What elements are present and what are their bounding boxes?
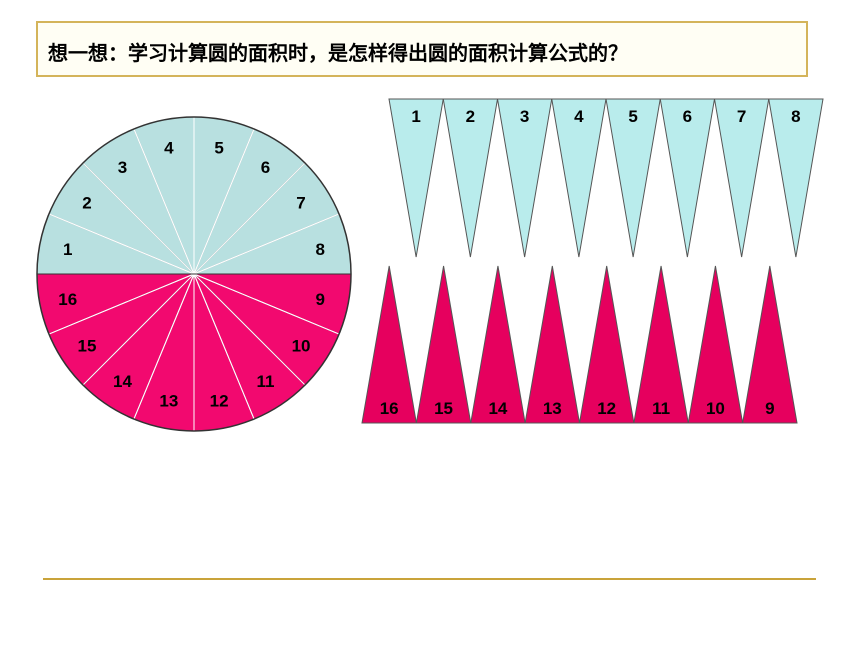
sector-divider: [133, 273, 195, 420]
bottom-triangle-label: 14: [488, 399, 507, 418]
sector-divider: [193, 213, 340, 275]
top-triangle: [388, 98, 444, 258]
bottom-triangle-label: 11: [652, 399, 670, 418]
sector-label: 11: [257, 372, 275, 391]
sector-label: 2: [82, 193, 91, 212]
bottom-triangle: [361, 265, 417, 424]
top-triangle-label: 1: [411, 107, 420, 126]
sector-label: 3: [118, 158, 127, 177]
sector-divider: [193, 162, 306, 275]
sector-label: 6: [261, 158, 270, 177]
bottom-triangle-label: 15: [434, 399, 453, 418]
top-triangle-label: 4: [574, 107, 584, 126]
sector-divider: [82, 273, 195, 386]
sector-divider: [193, 273, 255, 420]
sector-divider: [193, 273, 340, 335]
top-triangle: [442, 98, 499, 258]
top-triangle: [551, 98, 607, 258]
top-triangle-label: 6: [683, 107, 692, 126]
top-triangle-row: 1 2 3 4 5 6 7 8: [388, 98, 824, 258]
sector-label: 14: [113, 372, 132, 391]
sector-label: 4: [164, 139, 174, 158]
bottom-triangle: [524, 265, 581, 424]
sector-label: 9: [316, 290, 325, 309]
sector-divider: [48, 213, 195, 275]
top-triangle: [713, 98, 770, 258]
sector-divider: [82, 162, 195, 275]
sector-label: 7: [296, 193, 305, 212]
bottom-triangle: [633, 265, 689, 424]
top-triangle: [605, 98, 661, 258]
question-box: 想一想：学习计算圆的面积时，是怎样得出圆的面积计算公式的？: [36, 21, 808, 77]
sector-label: 1: [63, 240, 72, 259]
bottom-triangle-label: 13: [543, 399, 562, 418]
sector-divider: [193, 273, 306, 386]
bottom-triangle-row: 16 15 14 13 12 11 10 9: [361, 265, 798, 424]
top-triangle-label: 3: [520, 107, 529, 126]
sector-label: 12: [210, 391, 229, 410]
sector-label: 13: [159, 391, 178, 410]
sector-label: 15: [77, 337, 96, 356]
sector-label: 10: [292, 337, 311, 356]
top-triangle: [768, 98, 824, 258]
bottom-triangle-label: 12: [597, 399, 616, 418]
top-triangle: [659, 98, 716, 258]
bottom-triangle: [470, 265, 526, 424]
sector-label: 8: [316, 240, 325, 259]
question-text: 想一想：学习计算圆的面积时，是怎样得出圆的面积计算公式的？: [48, 41, 628, 65]
sector-divider: [133, 128, 195, 275]
sector-divider: [48, 273, 195, 335]
top-triangle-label: 2: [466, 107, 475, 126]
footer-divider: [43, 578, 816, 580]
bottom-triangle-label: 10: [706, 399, 725, 418]
bottom-triangle: [687, 265, 744, 424]
bottom-triangle: [415, 265, 472, 424]
top-triangle-label: 5: [628, 107, 637, 126]
bottom-triangle-label: 9: [765, 399, 774, 418]
sector-label: 16: [58, 290, 77, 309]
bottom-triangle-label: 16: [380, 399, 399, 418]
top-triangle: [496, 98, 553, 258]
sector-label: 5: [214, 139, 223, 158]
sector-divider: [193, 128, 255, 275]
bottom-triangle: [578, 265, 635, 424]
top-triangle-label: 7: [737, 107, 746, 126]
top-triangle-label: 8: [791, 107, 800, 126]
bottom-triangle: [742, 265, 798, 424]
